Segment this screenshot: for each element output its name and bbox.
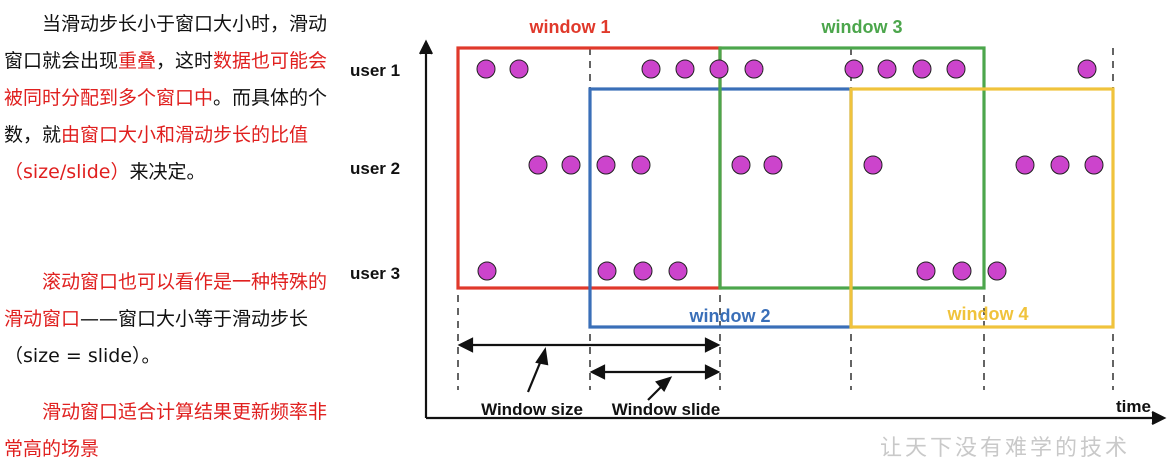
window-size-pointer-head: [535, 346, 549, 366]
event-dot-user-2: [596, 155, 616, 175]
window-size-pointer: [526, 357, 544, 393]
body-text: 。而具体的个数，就: [4, 87, 328, 146]
event-dot-user-2: [863, 155, 883, 175]
window-4-label: window 4: [947, 304, 1029, 324]
paragraph-overlap: 当滑动步长小于窗口大小时，滑动窗口就会出现重叠，这时数据也可能会被同时分配到多个…: [4, 6, 334, 191]
event-dot-user-3: [987, 261, 1007, 281]
user-2-label: user 2: [350, 159, 400, 178]
event-dot-user-1: [744, 59, 764, 79]
event-dot-user-1: [641, 59, 661, 79]
event-dot-user-3: [597, 261, 617, 281]
event-dot-user-1: [675, 59, 695, 79]
event-dot-user-2: [528, 155, 548, 175]
paragraph-tumbling: 滚动窗口也可以看作是一种特殊的滑动窗口——窗口大小等于滑动步长（size = s…: [4, 264, 334, 375]
x-axis-arrowhead: [1151, 411, 1167, 425]
event-dot-user-3: [668, 261, 688, 281]
highlighted-text: 重叠: [118, 50, 157, 72]
event-dot-user-3: [477, 261, 497, 281]
event-dot-user-3: [952, 261, 972, 281]
event-dot-user-1: [509, 59, 529, 79]
window-size-label: Window size: [481, 400, 583, 419]
slide-boundaries: [457, 48, 1114, 390]
event-dot-user-1: [912, 59, 932, 79]
window-size-arrow-left: [457, 337, 474, 353]
event-dot-user-2: [731, 155, 751, 175]
window-4-box: [849, 87, 1115, 329]
window-1-label: window 1: [529, 17, 611, 37]
window-slide-arrow-left: [589, 364, 606, 380]
event-dot-user-2: [763, 155, 783, 175]
event-dot-user-2: [1015, 155, 1035, 175]
event-dot-user-1: [946, 59, 966, 79]
event-dot-user-2: [1050, 155, 1070, 175]
window-3-label: window 3: [821, 17, 903, 37]
event-dot-user-2: [561, 155, 581, 175]
size-slide-arrows: [457, 337, 721, 401]
event-dot-user-2: [1084, 155, 1104, 175]
highlighted-text: 滑动窗口适合计算结果更新频率非常高的场景: [4, 401, 328, 460]
window-size-arrow-right: [704, 337, 721, 353]
paragraph-use-case: 滑动窗口适合计算结果更新频率非常高的场景: [4, 394, 334, 468]
window-slide-label: Window slide: [612, 400, 720, 419]
highlighted-text: 滚动窗口也可以看作是一种特殊的滑动窗口: [4, 271, 328, 330]
event-dot-user-1: [844, 59, 864, 79]
event-dot-user-2: [631, 155, 651, 175]
event-dot-user-1: [877, 59, 897, 79]
user-3-label: user 3: [350, 264, 400, 283]
event-dot-user-1: [709, 59, 729, 79]
user-1-label: user 1: [350, 61, 400, 80]
body-text: 当滑动步长小于窗口大小时，滑动窗口就会出现: [4, 13, 328, 72]
watermark: 让天下没有难学的技术: [880, 436, 1131, 461]
event-dot-user-3: [633, 261, 653, 281]
body-text: 来决定。: [129, 161, 206, 183]
event-dot-user-1: [476, 59, 496, 79]
window-2-label: window 2: [689, 306, 771, 326]
event-dot-user-3: [916, 261, 936, 281]
window-slide-pointer-head: [655, 376, 673, 392]
data-events: [476, 59, 1104, 281]
y-axis-arrowhead: [419, 39, 433, 55]
time-axis-label: time: [1116, 397, 1151, 416]
highlighted-text: 由窗口大小和滑动步长的比值（size/slide）: [4, 124, 309, 183]
axes: [419, 39, 1167, 425]
event-dot-user-1: [1077, 59, 1097, 79]
body-text: ——窗口大小等于滑动步长（size = slide）。: [4, 308, 309, 367]
highlighted-text: 数据也可能会被同时分配到多个窗口中: [4, 50, 328, 109]
body-text: ，这时: [156, 50, 214, 72]
window-slide-arrow-right: [704, 364, 721, 380]
description-text-panel: 当滑动步长小于窗口大小时，滑动窗口就会出现重叠，这时数据也可能会被同时分配到多个…: [0, 0, 340, 472]
